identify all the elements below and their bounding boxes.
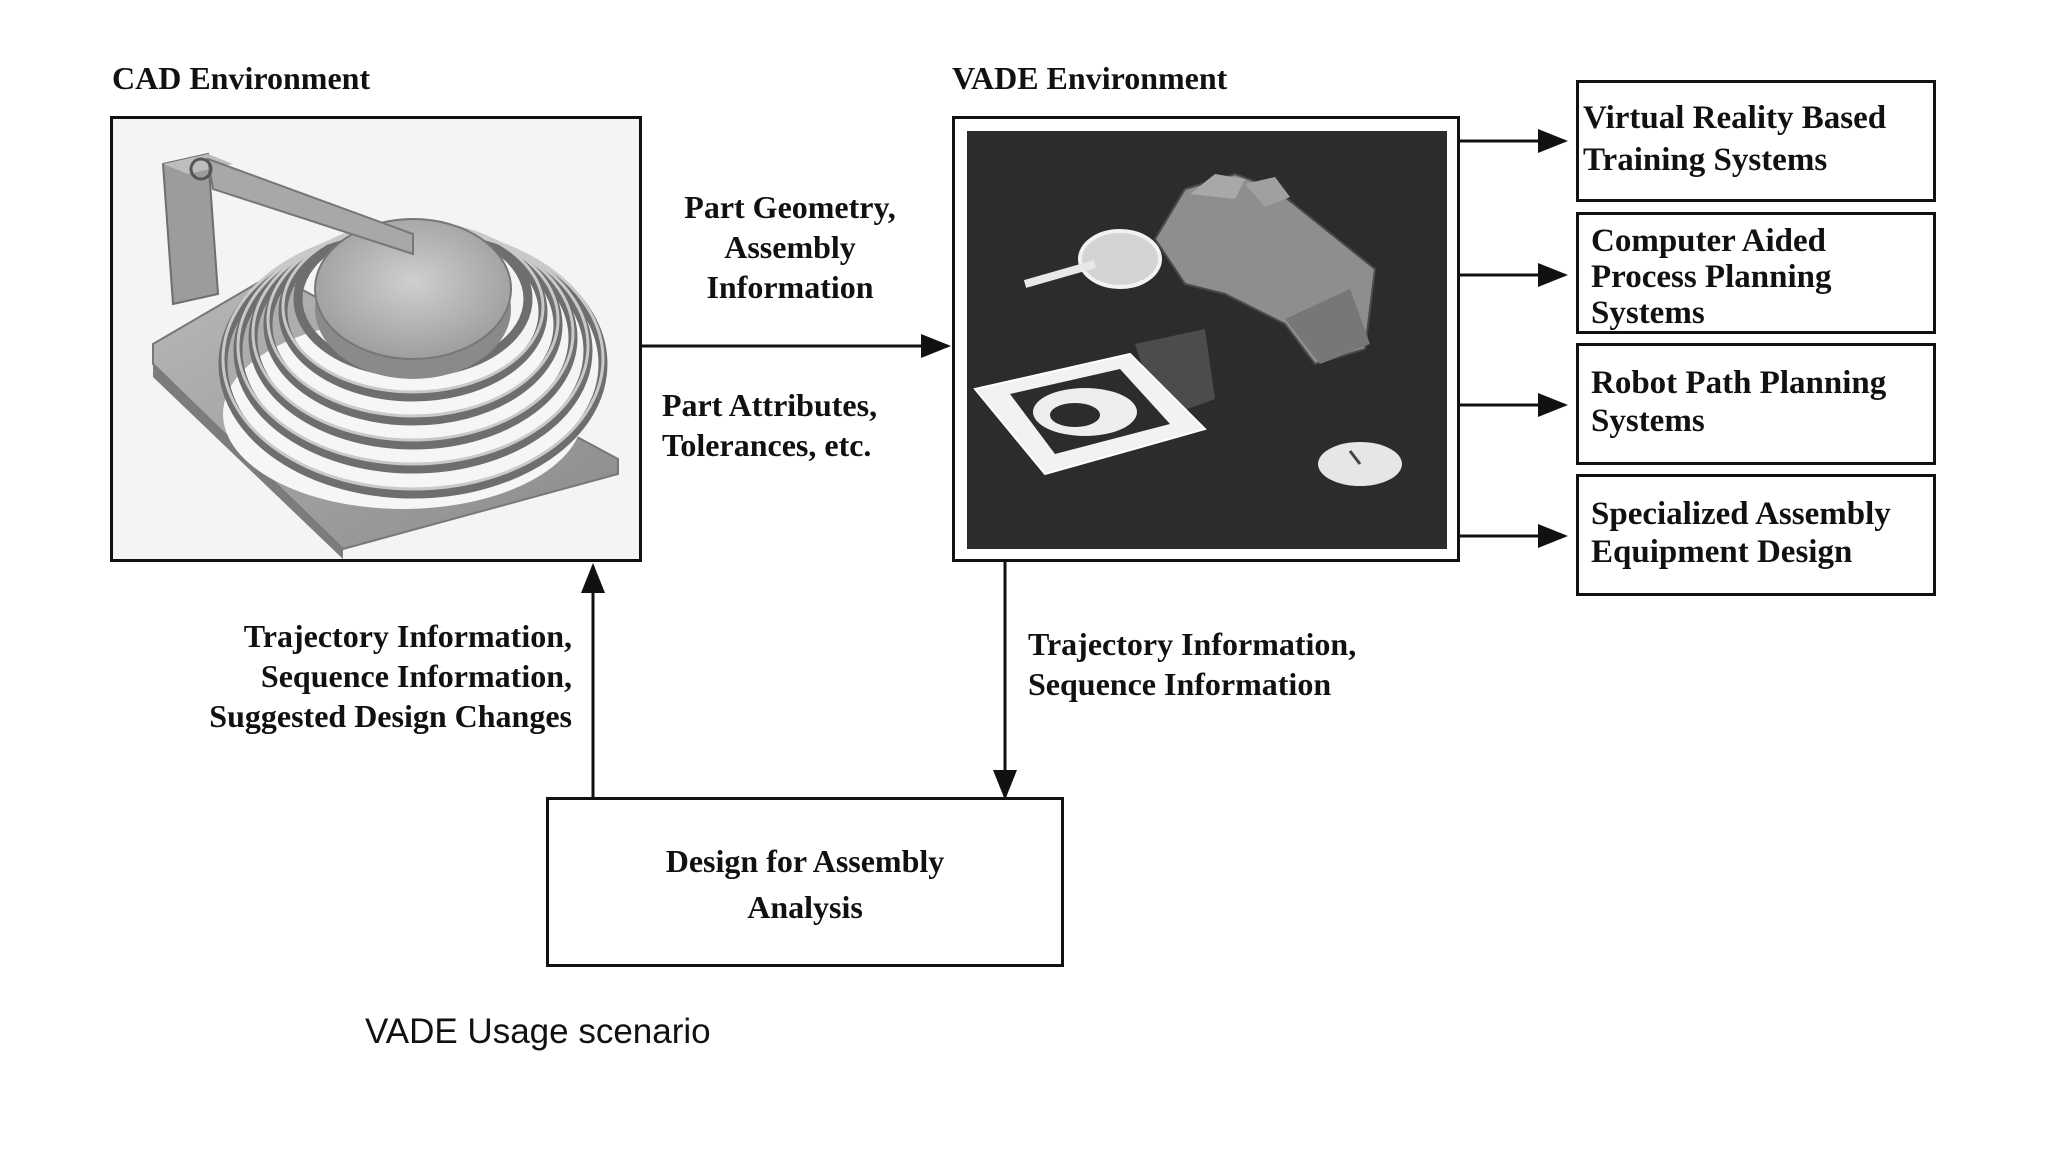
dfa-to-cad-label: Trajectory Information, Sequence Informa… — [100, 616, 572, 736]
dfa-analysis-box: Design for Assembly Analysis — [546, 797, 1064, 967]
output-box-line: Virtual Reality Based — [1583, 100, 1887, 136]
output-box-line: Equipment Design — [1591, 534, 1853, 570]
cad-part-rendering — [113, 119, 639, 559]
output-box-line: Systems — [1591, 403, 1705, 439]
output-box-line: Robot Path Planning — [1591, 365, 1887, 401]
output-box-line: Computer Aided — [1591, 223, 1826, 259]
cad-environment-box — [110, 116, 642, 562]
output-box-line: Process Planning — [1591, 259, 1832, 295]
flow-label-line: Trajectory Information, — [1028, 626, 1357, 662]
output-box-line: Systems — [1591, 295, 1705, 331]
vade-to-dfa-label: Trajectory Information, Sequence Informa… — [1028, 624, 1356, 704]
flow-label-line: Trajectory Information, — [243, 618, 572, 654]
dfa-box-line: Design for Assembly — [665, 843, 945, 879]
flow-label-line: Suggested Design Changes — [209, 698, 572, 734]
geometry-flow-label: Part Geometry, Assembly Information — [640, 187, 940, 307]
output-box-assembly-equipment: Specialized Assembly Equipment Design — [1576, 474, 1936, 596]
flow-label-line: Sequence Information, — [260, 658, 572, 694]
flow-label-line: Sequence Information — [1028, 666, 1332, 702]
flow-label-line: Tolerances, etc. — [662, 427, 872, 463]
vade-virtual-scene — [955, 119, 1457, 559]
output-box-line: Training Systems — [1583, 142, 1828, 178]
output-box-process-planning: Computer Aided Process Planning Systems — [1576, 212, 1936, 334]
flow-label-line: Part Attributes, — [662, 387, 878, 423]
output-box-robot-path: Robot Path Planning Systems — [1576, 343, 1936, 465]
figure-caption: VADE Usage scenario — [365, 1012, 711, 1051]
dfa-box-line: Analysis — [747, 889, 863, 925]
output-box-line: Specialized Assembly — [1591, 496, 1891, 532]
attributes-flow-label: Part Attributes, Tolerances, etc. — [662, 385, 877, 465]
flow-label-line: Information — [706, 269, 874, 305]
vade-environment-box — [952, 116, 1460, 562]
cad-environment-title: CAD Environment — [112, 60, 371, 96]
flow-label-line: Part Geometry, — [684, 189, 896, 225]
output-box-training: Virtual Reality Based Training Systems — [1576, 80, 1936, 202]
flow-label-line: Assembly — [724, 229, 856, 265]
vade-environment-title: VADE Environment — [952, 60, 1228, 96]
